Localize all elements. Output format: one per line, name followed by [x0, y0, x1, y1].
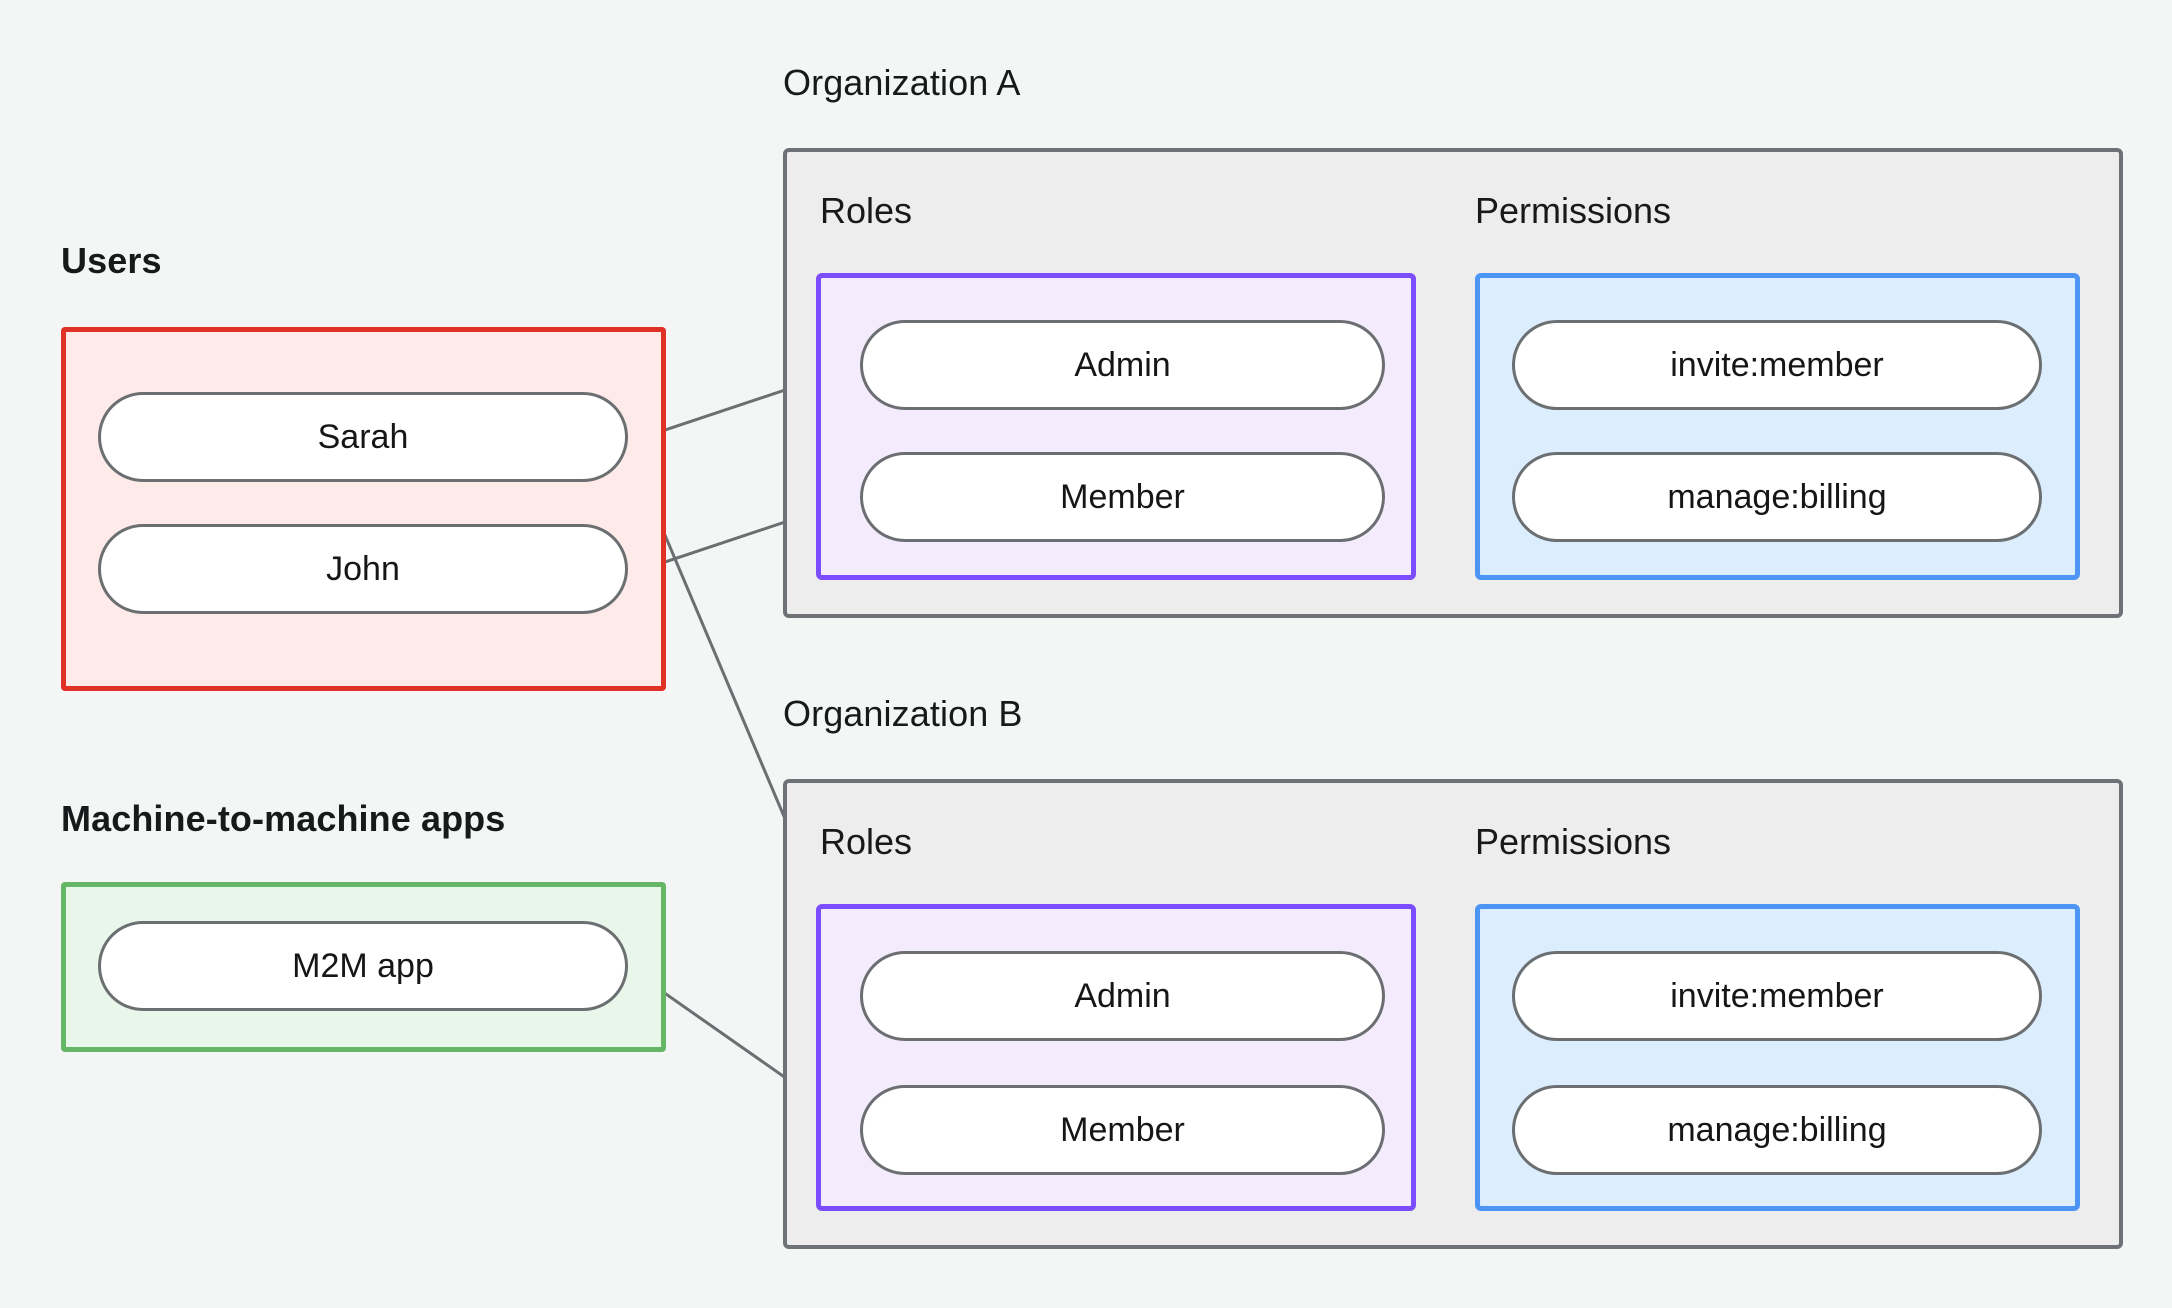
role-node-org-a-admin[interactable]: Admin — [860, 320, 1385, 410]
users-container — [61, 327, 666, 691]
org-a-roles-title: Roles — [820, 190, 913, 231]
user-node-john[interactable]: John — [98, 524, 628, 614]
org-b-permissions-title: Permissions — [1475, 821, 1672, 862]
users-group-label: Users — [61, 240, 162, 281]
org-a-label: Organization A — [783, 62, 1021, 103]
org-b-roles-title: Roles — [820, 821, 913, 862]
permission-node-org-b-invite-member[interactable]: invite:member — [1512, 951, 2042, 1041]
role-node-org-a-member[interactable]: Member — [860, 452, 1385, 542]
m2m-group-label: Machine-to-machine apps — [61, 798, 506, 839]
user-node-sarah[interactable]: Sarah — [98, 392, 628, 482]
role-node-org-b-member[interactable]: Member — [860, 1085, 1385, 1175]
role-node-org-b-admin[interactable]: Admin — [860, 951, 1385, 1041]
org-a-permissions-title: Permissions — [1475, 190, 1672, 231]
m2m-node-app[interactable]: M2M app — [98, 921, 628, 1011]
permission-node-org-b-manage-billing[interactable]: manage:billing — [1512, 1085, 2042, 1175]
org-b-label: Organization B — [783, 693, 1023, 734]
permission-node-org-a-manage-billing[interactable]: manage:billing — [1512, 452, 2042, 542]
permission-node-org-a-invite-member[interactable]: invite:member — [1512, 320, 2042, 410]
